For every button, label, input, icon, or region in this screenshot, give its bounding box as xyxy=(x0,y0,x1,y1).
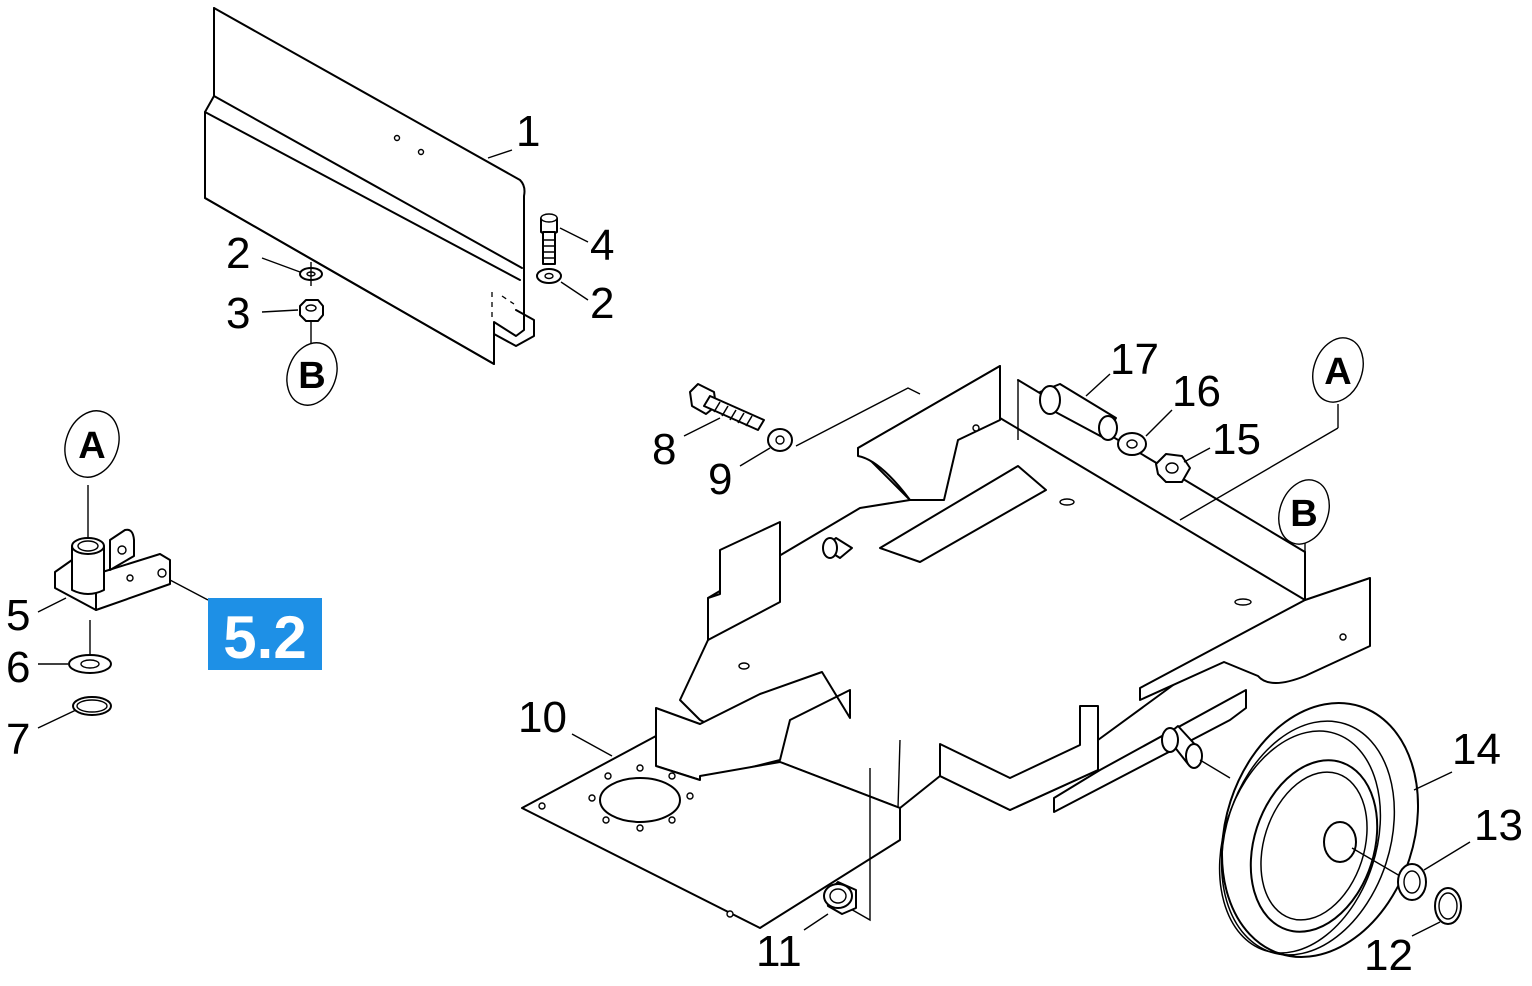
caster-bracket-part-5 xyxy=(54,528,171,611)
bolt-part-8 xyxy=(689,383,765,431)
svg-text:2: 2 xyxy=(590,279,614,328)
nut-part-3 xyxy=(299,299,324,322)
callout-3: 3 xyxy=(226,289,299,338)
callout-2-left: 2 xyxy=(226,229,301,278)
svg-text:1: 1 xyxy=(516,107,540,156)
svg-text:10: 10 xyxy=(518,693,567,742)
base-plate-part-10 xyxy=(521,735,901,929)
callout-16: 16 xyxy=(1145,367,1221,437)
svg-text:B: B xyxy=(1290,493,1317,535)
svg-text:17: 17 xyxy=(1110,335,1159,384)
svg-text:5: 5 xyxy=(6,591,30,640)
callout-15: 15 xyxy=(1183,415,1261,464)
washer-part-2-right xyxy=(536,268,562,284)
svg-text:11: 11 xyxy=(756,927,802,976)
svg-text:B: B xyxy=(298,355,325,397)
callout-17: 17 xyxy=(1085,335,1159,397)
shaft-part-17 xyxy=(1039,383,1118,441)
callout-8: 8 xyxy=(652,417,721,474)
washer-part-13 xyxy=(1397,863,1427,901)
badge-a-right: A xyxy=(1312,337,1364,403)
callout-4: 4 xyxy=(559,221,614,270)
callout-11: 11 xyxy=(756,913,829,976)
callout-2-right: 2 xyxy=(560,279,614,328)
callout-5: 5 xyxy=(6,591,67,640)
callout-14: 14 xyxy=(1413,725,1501,791)
reference-link-5-2[interactable]: 5.2 xyxy=(208,598,322,671)
washer-part-6 xyxy=(68,654,112,674)
axle-stub-right xyxy=(1161,725,1203,769)
svg-text:9: 9 xyxy=(708,455,732,504)
callout-9: 9 xyxy=(708,447,771,504)
callout-1: 1 xyxy=(487,107,540,159)
svg-text:4: 4 xyxy=(590,221,614,270)
callout-7: 7 xyxy=(6,709,77,764)
svg-text:2: 2 xyxy=(226,229,250,278)
svg-text:3: 3 xyxy=(226,289,250,338)
wheel-part-14 xyxy=(1218,701,1420,959)
callout-6: 6 xyxy=(6,643,68,692)
svg-text:14: 14 xyxy=(1452,725,1501,774)
svg-text:12: 12 xyxy=(1364,931,1413,980)
badge-b-top: B xyxy=(286,342,338,406)
svg-text:15: 15 xyxy=(1212,415,1261,464)
svg-text:16: 16 xyxy=(1172,367,1221,416)
svg-text:7: 7 xyxy=(6,715,30,764)
plug-part-11 xyxy=(823,881,857,915)
svg-text:A: A xyxy=(1324,351,1351,393)
callout-13: 13 xyxy=(1423,801,1523,871)
badge-a-left: A xyxy=(64,410,120,478)
svg-text:5.2: 5.2 xyxy=(223,604,306,671)
washer-part-16 xyxy=(1117,432,1147,456)
callout-10: 10 xyxy=(518,693,613,757)
badge-b-right: B xyxy=(1278,479,1330,545)
chassis-frame xyxy=(655,365,1371,813)
svg-text:6: 6 xyxy=(6,643,30,692)
nut-part-15 xyxy=(1155,453,1191,483)
washer-part-9 xyxy=(767,428,793,452)
callout-12: 12 xyxy=(1364,921,1441,980)
cover-plate-part xyxy=(204,7,535,365)
retaining-ring-part-12 xyxy=(1434,887,1462,925)
retaining-ring-part-7 xyxy=(72,696,112,716)
svg-text:13: 13 xyxy=(1474,801,1523,850)
axle-stub-left xyxy=(822,537,853,559)
screw-part-4 xyxy=(540,213,558,265)
svg-text:A: A xyxy=(78,425,105,467)
svg-text:8: 8 xyxy=(652,425,676,474)
